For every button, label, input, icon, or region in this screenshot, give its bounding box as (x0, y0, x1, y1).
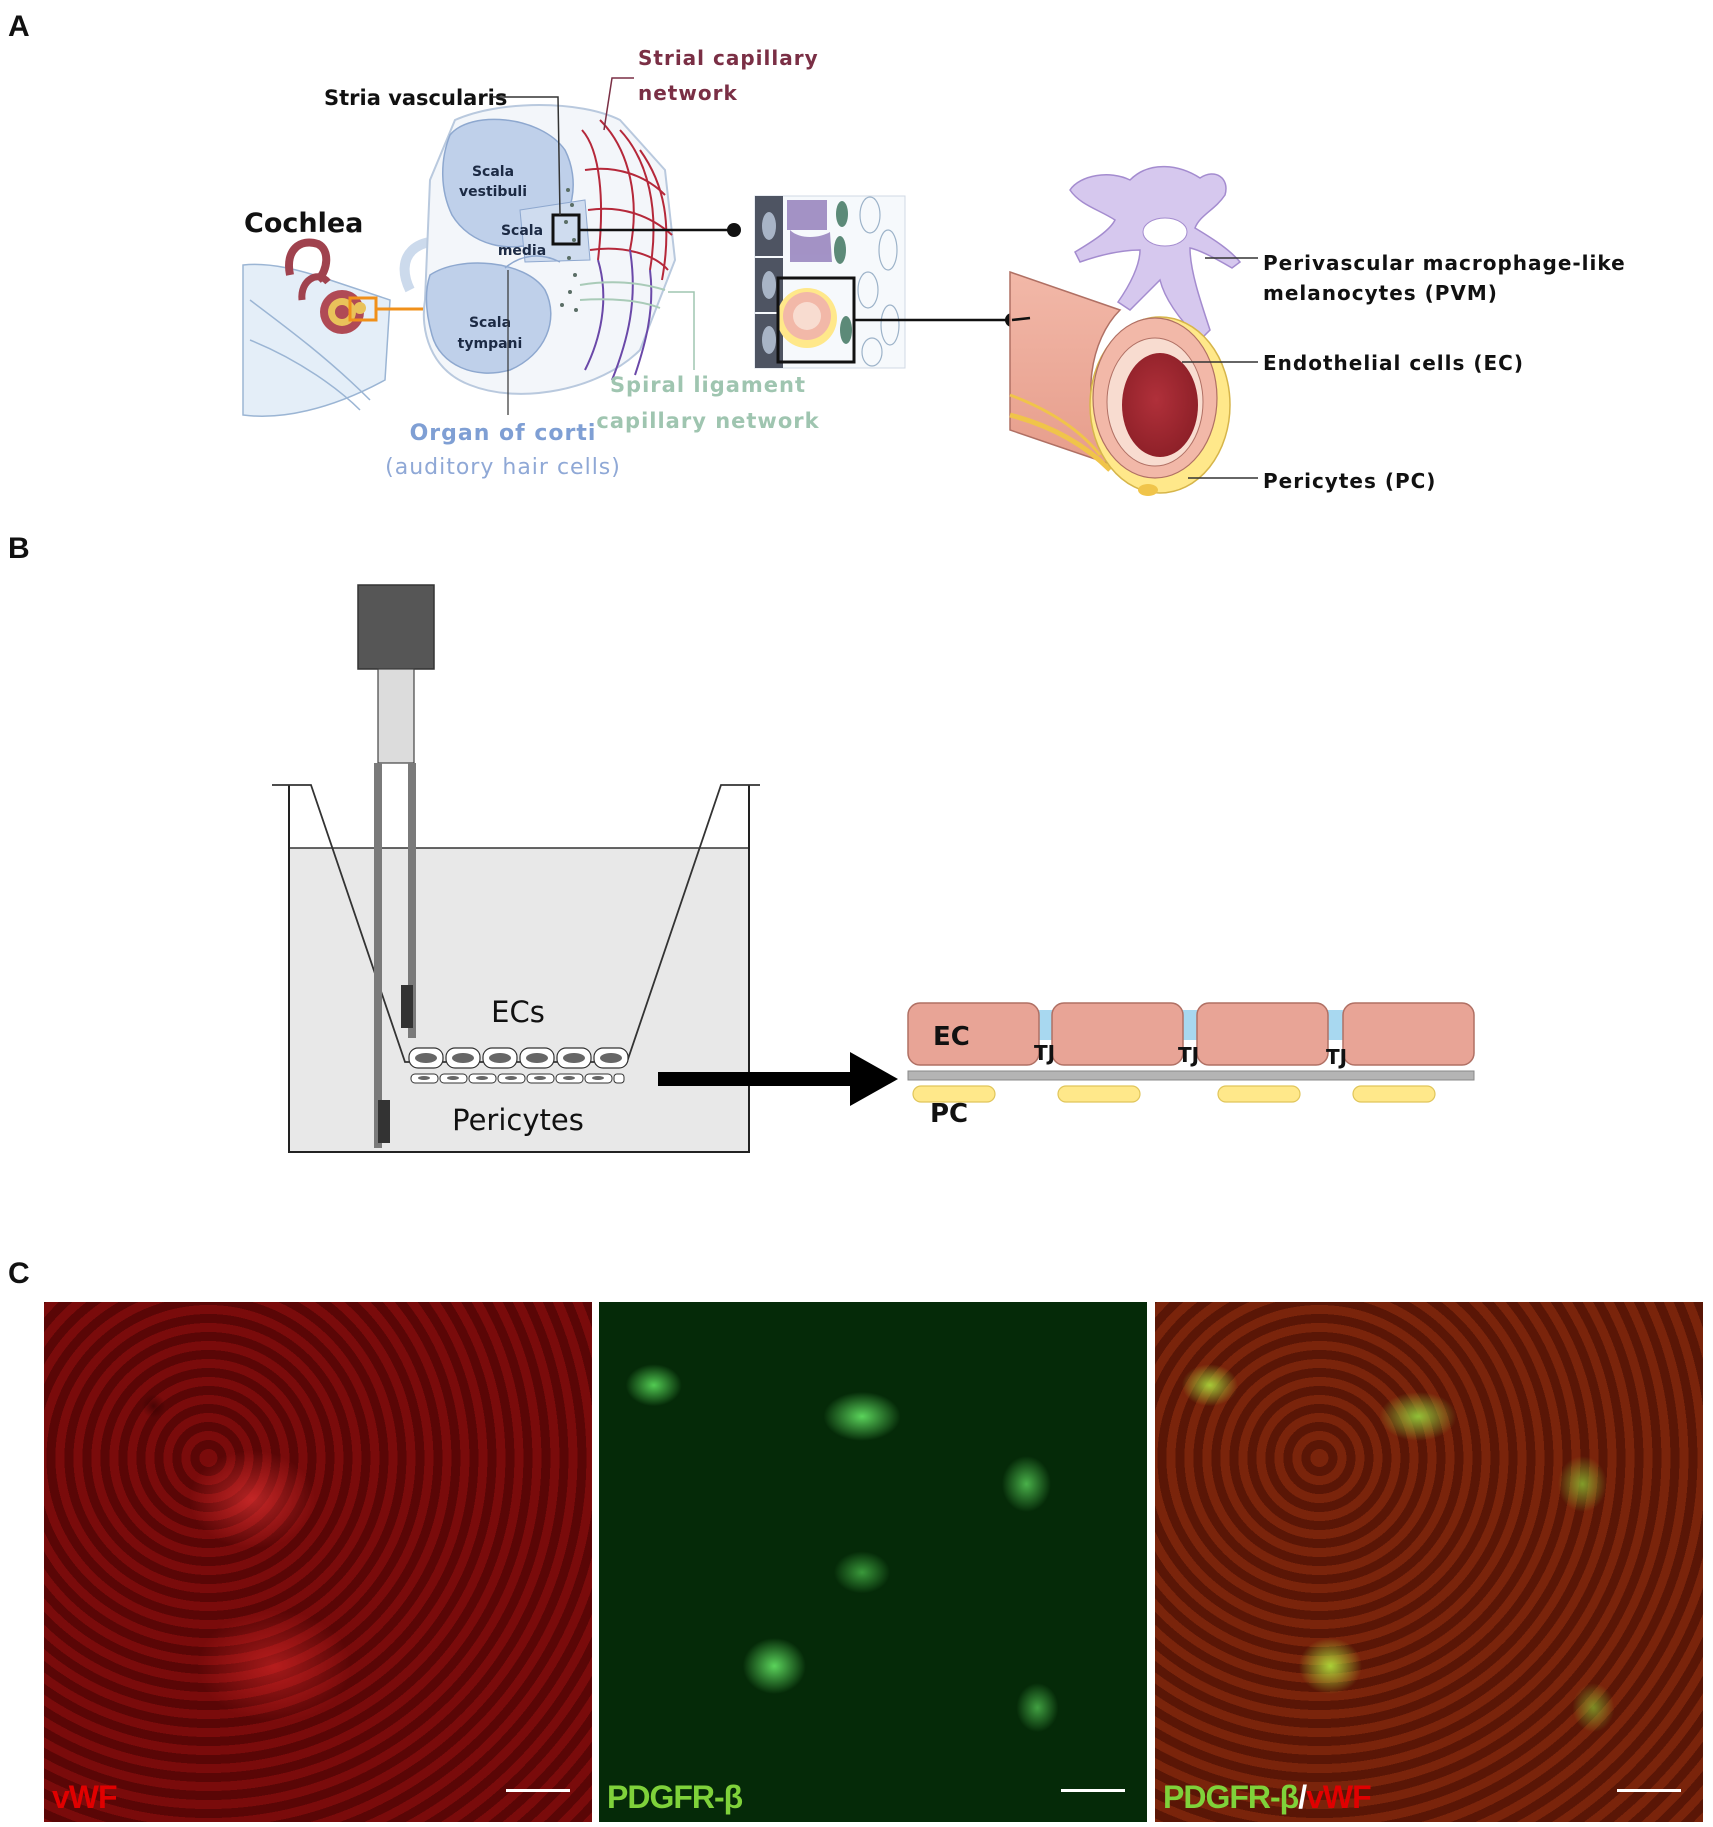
panel-letter-c: C (8, 1257, 30, 1290)
scale-bar (1617, 1789, 1681, 1792)
tj-label-2: TJ (1178, 1043, 1199, 1067)
capillary-vessel-illustration (1009, 165, 1242, 496)
panel-letter-a: A (8, 10, 30, 43)
merge-label: PDGFR-β/vWF (1163, 1779, 1372, 1816)
organ-of-corti-label: Organ of corti (410, 421, 597, 446)
pericytes-label: Pericytes (452, 1103, 584, 1137)
pc-label: Pericytes (PC) (1263, 469, 1436, 493)
cochlea-label: Cochlea (244, 208, 363, 239)
cochlea-cross-section (399, 104, 741, 395)
pc-schematic-label: PC (930, 1099, 968, 1129)
barrier-schematic (907, 1002, 1475, 1103)
ecs-label: ECs (491, 995, 545, 1029)
figure-diagram: A B C Cochlea (8, 10, 1626, 1290)
tj-label-1: TJ (1034, 1041, 1055, 1065)
spiral-ligament-label-line2: capillary network (596, 409, 819, 433)
stria-vascularis-label: Stria vascularis (324, 86, 507, 110)
ear-illustration (242, 238, 437, 417)
ec-monolayer-icon (408, 1047, 629, 1069)
pericyte-layer-icon (410, 1073, 625, 1084)
panel-letter-b: B (8, 532, 30, 565)
scala-tympani-label-line1: Scala (469, 315, 511, 331)
scale-bar (1061, 1789, 1125, 1792)
pvm-label-line2: melanocytes (PVM) (1263, 281, 1498, 305)
scala-media-label-line2: media (498, 243, 546, 259)
strial-capillary-label-line1: Strial capillary (638, 46, 819, 70)
merge-label-red: vWF (1306, 1779, 1372, 1815)
pvm-label-line1: Perivascular macrophage-like (1263, 251, 1626, 275)
scale-bar (506, 1789, 570, 1792)
auditory-hair-cells-label: (auditory hair cells) (385, 455, 621, 480)
micrograph-pdgfrb: PDGFR-β (599, 1302, 1147, 1822)
merge-label-separator: / (1298, 1779, 1307, 1815)
tj-label-3: TJ (1326, 1045, 1347, 1069)
arrow-right-icon (658, 1052, 898, 1106)
scala-vestibuli-label-line1: Scala (472, 164, 514, 180)
vwf-label: vWF (52, 1779, 118, 1815)
scala-media-label-line1: Scala (501, 223, 543, 239)
ec-label: Endothelial cells (EC) (1263, 351, 1524, 375)
micrograph-merge: PDGFR-β/vWF (1155, 1302, 1703, 1822)
ec-schematic-label: EC (933, 1022, 970, 1052)
strial-capillary-label-line2: network (638, 81, 738, 105)
pdgfrb-label: PDGFR-β (607, 1779, 743, 1815)
spiral-ligament-label-line1: Spiral ligament (610, 373, 806, 397)
merge-label-green: PDGFR-β (1163, 1779, 1299, 1815)
scala-vestibuli-label-line2: vestibuli (459, 184, 527, 200)
transwell-setup (272, 584, 760, 1153)
micrograph-vwf: vWF (44, 1302, 592, 1822)
scala-tympani-label-line2: tympani (458, 336, 523, 352)
stria-tissue-illustration (754, 195, 1019, 369)
